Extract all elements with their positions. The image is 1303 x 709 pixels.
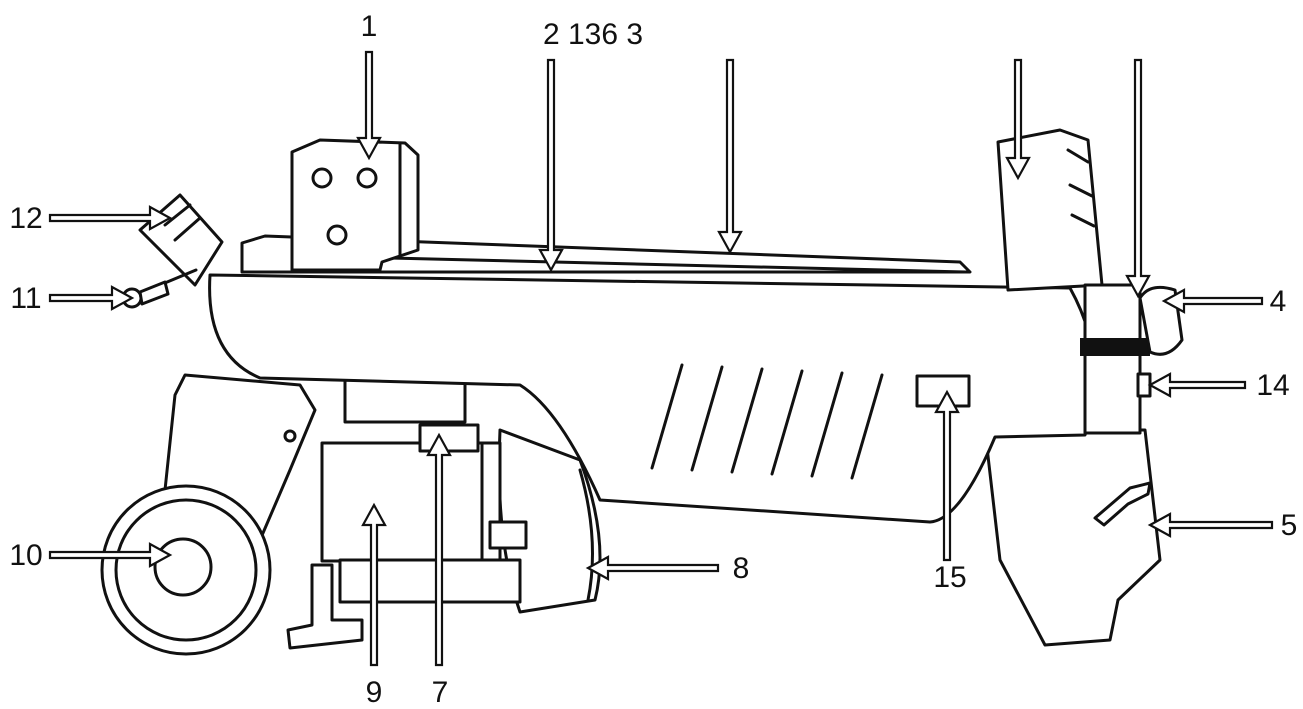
- stand-hole: [283, 429, 297, 443]
- label-4: 4: [1270, 285, 1287, 318]
- handle-grip: [1093, 481, 1152, 527]
- label-9: 9: [366, 676, 383, 709]
- label-2-13-6-3: 2 136 3: [543, 18, 643, 51]
- label-5: 5: [1281, 509, 1298, 542]
- callout-arrows: [48, 50, 1274, 667]
- motor: [320, 378, 602, 614]
- callout-labels: 1 2 136 3 4 5 7 8 9 10 11 12 14 15: [9, 10, 1297, 709]
- wheel: [100, 484, 272, 656]
- label-15: 15: [933, 561, 966, 594]
- label-14: 14: [1256, 369, 1289, 402]
- label-12: 12: [9, 202, 42, 235]
- cooling-slots: [650, 363, 884, 480]
- work-table: [240, 234, 972, 274]
- label-8: 8: [733, 552, 750, 585]
- label-1: 1: [361, 10, 378, 43]
- label-7: 7: [432, 676, 449, 709]
- splitting-wedge: [996, 128, 1104, 292]
- machine-drawing: [100, 128, 1184, 656]
- front-foot: [286, 563, 364, 650]
- black-strap: [1080, 338, 1150, 356]
- front-block: [1083, 283, 1142, 435]
- label-10: 10: [9, 539, 42, 572]
- front-leg: [983, 428, 1162, 647]
- label-11: 11: [10, 282, 41, 315]
